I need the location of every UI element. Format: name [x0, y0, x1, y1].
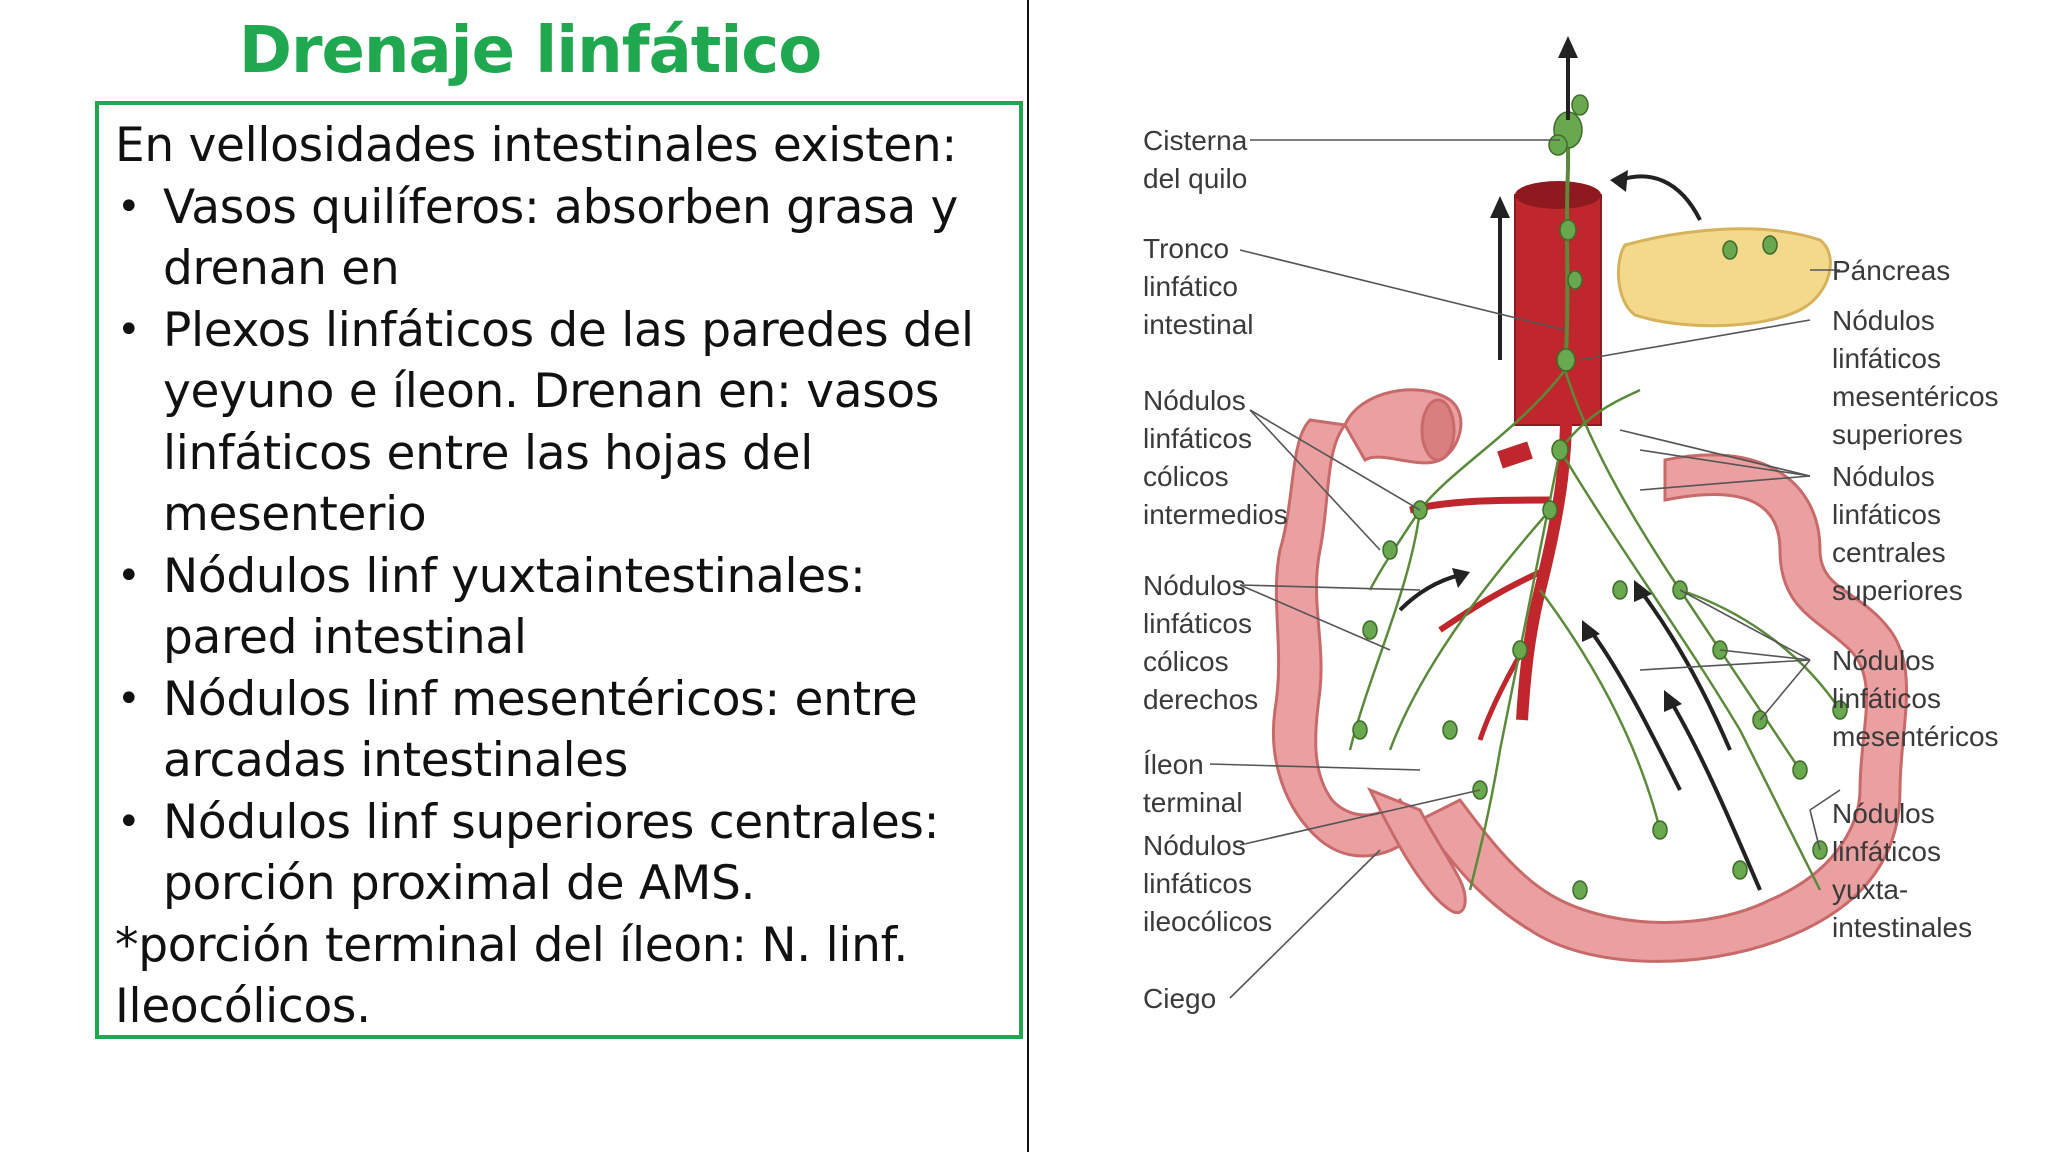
bullet-item: • Nódulos linf mesentéricos: entre arcad…: [115, 669, 1005, 792]
bullet-item: • Vasos quilíferos: absorben grasa y dre…: [115, 177, 1005, 300]
pancreas: [1616, 227, 1832, 328]
vertical-divider: [1027, 0, 1029, 1152]
bullet-item: • Nódulos linf yuxtaintestinales: pared …: [115, 546, 1005, 669]
bullet-icon: •: [117, 183, 141, 230]
renal-artery-stub: [1497, 441, 1533, 469]
artery-branch: [1409, 496, 1551, 514]
artery-branch: [1438, 567, 1547, 633]
superior-mesenteric-artery: [1516, 369, 1573, 721]
anatomy-illustration: [1209, 36, 1909, 999]
bullet-item: • Nódulos linf superiores centrales: por…: [115, 792, 1005, 915]
bullet-icon: •: [117, 798, 141, 845]
bullet-icon: •: [117, 552, 141, 599]
bullet-icon: •: [117, 306, 141, 353]
bullet-list: • Vasos quilíferos: absorben grasa y dre…: [115, 177, 1005, 915]
bullet-icon: •: [117, 675, 141, 722]
intro-text: En vellosidades intestinales existen:: [115, 118, 957, 173]
aorta-opening: [1515, 181, 1601, 209]
note-text: *porción terminal del íleon: N. linf.: [115, 917, 909, 973]
text-box: En vellosidades intestinales existen: • …: [95, 101, 1023, 1039]
flow-arrows: [1398, 50, 1762, 891]
leader-lines: [1209, 139, 1841, 999]
cecum: [1366, 787, 1467, 914]
ascending-colon: [1271, 418, 1422, 858]
artery-branch: [1477, 628, 1538, 741]
label-ciego: Ciego: [1143, 983, 1217, 1014]
arrow-heads: [1452, 36, 1682, 712]
label-pancreas: Páncreas: [1832, 255, 1951, 286]
aorta: [1514, 194, 1602, 426]
bullet-item: • Plexos linfáticos de las paredes del y…: [115, 300, 1005, 546]
lymph-trunk: [1563, 50, 1570, 371]
note-text: Ileocólicos.: [115, 979, 371, 1034]
slide-title: Drenaje linfático: [238, 14, 822, 88]
transverse-colon-opening: [1420, 398, 1456, 462]
